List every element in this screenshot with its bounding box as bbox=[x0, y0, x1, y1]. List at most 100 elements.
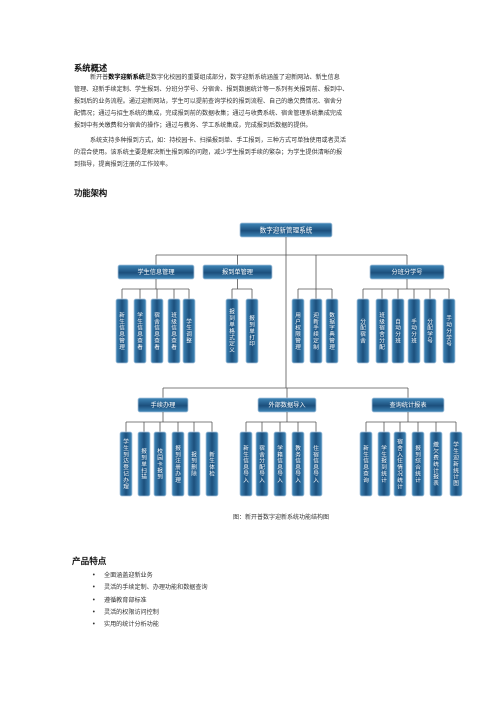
leaf-char: 欠 bbox=[433, 447, 439, 455]
leaf-char: 教 bbox=[295, 444, 301, 452]
leaf-char: 籍 bbox=[277, 450, 283, 458]
leaf-char: 学 bbox=[277, 444, 283, 452]
leaf-char: 计 bbox=[453, 473, 459, 481]
leaf-char: 况 bbox=[397, 471, 403, 478]
leaf-char: 字 bbox=[329, 324, 335, 332]
leaf-char: 生 bbox=[137, 317, 143, 325]
leaf-char: 级 bbox=[171, 317, 177, 325]
leaf-char: 整 bbox=[186, 337, 192, 345]
leaf-char: 信 bbox=[277, 457, 283, 465]
leaf-char: 办 bbox=[123, 476, 129, 484]
leaf-char: 生 bbox=[123, 444, 129, 452]
leaf-char: 印 bbox=[249, 341, 255, 348]
leaf-char: 宿 bbox=[379, 324, 385, 332]
leaf-char: 级 bbox=[379, 317, 385, 325]
diagram-group-box-label: 查询统计报表 bbox=[389, 401, 426, 409]
leaf-char: 检 bbox=[209, 470, 215, 478]
leaf-char: 数 bbox=[329, 311, 335, 319]
leaf-char: 宿 bbox=[259, 444, 265, 452]
leaf-char: 新 bbox=[243, 444, 249, 452]
leaf-char: 理 bbox=[119, 344, 125, 351]
leaf-char: 图 bbox=[453, 479, 459, 487]
leaf-char: 分 bbox=[395, 330, 401, 338]
features-heading: 产品特点 bbox=[72, 557, 107, 567]
leaf-char: 典 bbox=[329, 330, 335, 338]
leaf-char: 记 bbox=[123, 471, 129, 478]
leaf-char: 报 bbox=[157, 466, 163, 474]
leaf-char: 分 bbox=[427, 317, 433, 325]
leaf-char: 表 bbox=[433, 479, 439, 487]
leaf-char: 导 bbox=[295, 471, 301, 478]
diagram-root-box-label: 数字迎新管理系统 bbox=[260, 225, 313, 234]
leaf-char: 宿 bbox=[397, 438, 403, 446]
leaf-char: 分 bbox=[259, 457, 265, 465]
leaf-char: 计 bbox=[433, 466, 439, 474]
leaf-char: 调 bbox=[186, 330, 192, 338]
leaf-char: 计 bbox=[415, 476, 421, 484]
diagram-caption: 图：新开普数字迎新系统功能结构图 bbox=[233, 514, 330, 521]
leaf-char: 班 bbox=[171, 311, 177, 319]
leaf-char: 息 bbox=[243, 463, 249, 471]
leaf-char: 息 bbox=[295, 463, 301, 471]
leaf-char: 报 bbox=[249, 314, 255, 322]
leaf-char: 自 bbox=[395, 317, 401, 325]
line1-rest: 是数字化校园的重要组成部分，数字迎新系统涵盖了迎新网站、新生信息 bbox=[144, 74, 340, 81]
leaf-char: 报 bbox=[141, 447, 147, 455]
leaf-char: 宿 bbox=[360, 330, 366, 338]
leaf-char: 生 bbox=[243, 450, 249, 458]
leaf-char: 统 bbox=[381, 470, 387, 478]
diagram-group-box-label: 手续办理 bbox=[151, 401, 176, 409]
leaf-char: 除 bbox=[191, 470, 197, 478]
leaf-char: 报 bbox=[381, 457, 387, 465]
leaf-char: 导 bbox=[259, 471, 265, 478]
diagram-group-box-label: 分班分学号 bbox=[392, 268, 423, 276]
overview-line-5: 报到中有关缴费和分宿舍的操作；通过与教务、学工系统集成，完成报到后数据的提供。 bbox=[74, 122, 312, 129]
leaf-char: 限 bbox=[295, 330, 301, 338]
leaf-char: 扫 bbox=[141, 466, 147, 474]
leaf-char: 到 bbox=[175, 451, 181, 458]
leaf-char: 生 bbox=[186, 324, 192, 332]
leaf-char: 到 bbox=[157, 474, 163, 481]
leaf-char: 到 bbox=[123, 451, 129, 458]
leaf-char: 查 bbox=[154, 337, 160, 345]
leaf-char: 入 bbox=[259, 478, 265, 484]
leaf-char: 班 bbox=[395, 337, 401, 345]
leaf-char: 舍 bbox=[360, 337, 366, 345]
leaf-char: 动 bbox=[411, 325, 417, 332]
leaf-char: 校 bbox=[157, 447, 163, 455]
leaf-char: 号 bbox=[446, 341, 452, 348]
leaf-char: 看 bbox=[171, 343, 177, 351]
leaf-char: 登 bbox=[123, 463, 129, 471]
leaf-char: 单 bbox=[249, 327, 255, 335]
leaf-char: 到 bbox=[249, 322, 255, 329]
leaf-char: 信 bbox=[154, 324, 160, 332]
leaf-char: 制 bbox=[313, 343, 319, 351]
leaf-char: 新 bbox=[313, 317, 319, 325]
feature-item: 灵活的权限访问控制 bbox=[92, 607, 208, 620]
leaf-char: 义 bbox=[229, 347, 235, 354]
leaf-char: 查 bbox=[363, 470, 369, 478]
overview-line-1: 新开普数字迎新系统是数字化校园的重要组成部分，数字迎新系统涵盖了迎新网站、新生信… bbox=[74, 72, 434, 84]
leaf-char: 看 bbox=[154, 343, 160, 351]
leaf-char: 信 bbox=[295, 457, 301, 465]
leaf-char: 理 bbox=[175, 477, 181, 484]
leaf-char: 新 bbox=[209, 450, 215, 458]
leaf-char: 生 bbox=[209, 457, 215, 465]
leaf-char: 理 bbox=[295, 344, 301, 351]
leaf-char: 据 bbox=[329, 317, 335, 325]
leaf-char: 入 bbox=[277, 478, 283, 484]
